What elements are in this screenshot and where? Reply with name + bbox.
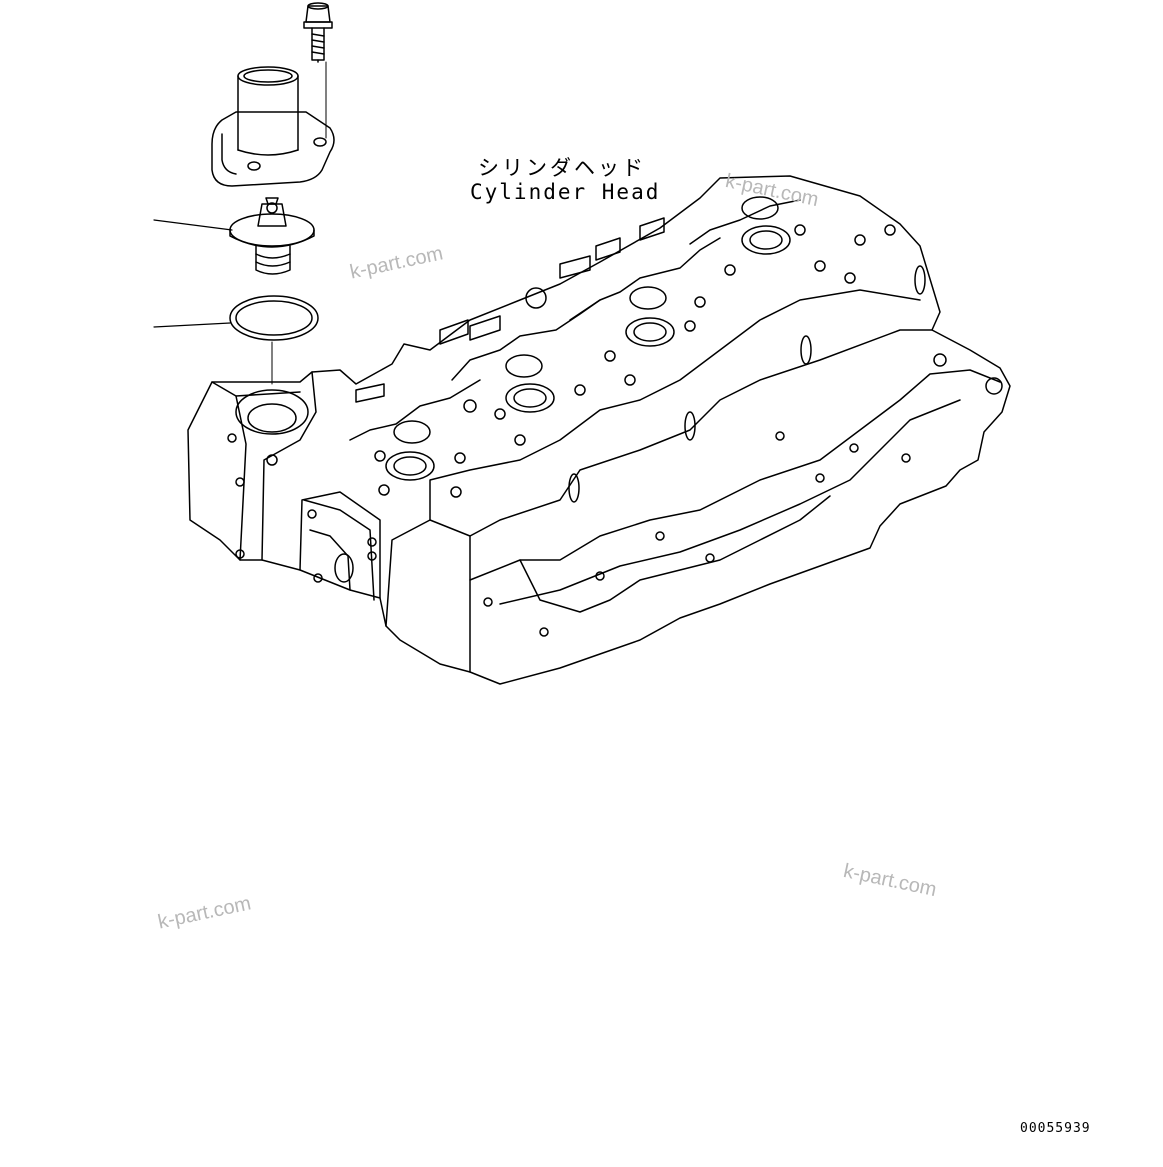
- drawing-number: 00055939: [1020, 1121, 1091, 1136]
- o-ring-seal-icon: [153, 295, 319, 385]
- cylinder-head-icon: [187, 175, 1011, 685]
- water-outlet-housing-icon: [211, 66, 335, 187]
- part-label-japanese: シリンダヘッド: [478, 156, 646, 180]
- part-label-english: Cylinder Head: [470, 180, 661, 204]
- thermostat-icon: [153, 197, 315, 275]
- bolt-icon: [303, 2, 333, 139]
